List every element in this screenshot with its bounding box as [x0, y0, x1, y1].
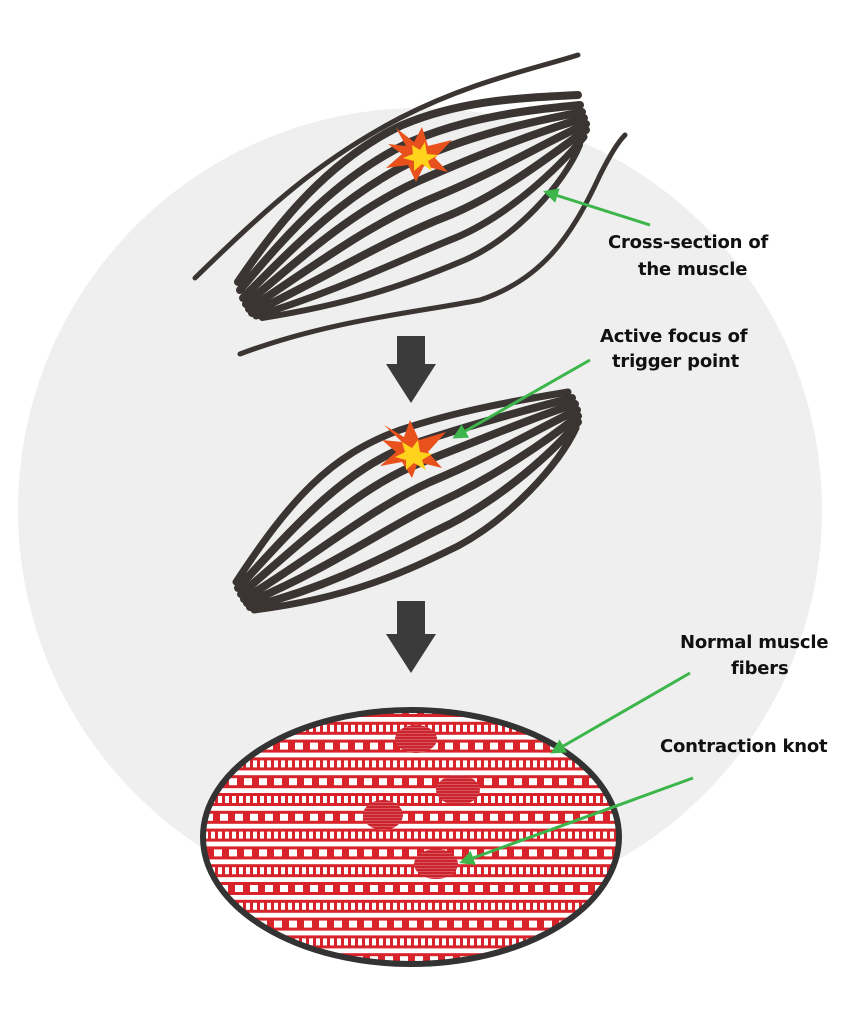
contraction-knot	[363, 800, 403, 830]
label-normal-fibers-line2: fibers	[731, 658, 789, 679]
fiber-row	[203, 882, 619, 895]
fiber-row	[203, 953, 619, 964]
contraction-knot	[395, 725, 437, 753]
down-arrow-icon	[386, 601, 436, 673]
pointer-active-focus	[452, 358, 591, 439]
contraction-knot	[414, 849, 458, 879]
starburst-icon	[386, 127, 452, 182]
label-active-focus-line2: trigger point	[612, 351, 740, 372]
starburst-icon	[380, 420, 446, 478]
pointer-normal-fibers	[550, 671, 691, 754]
label-normal-fibers-line1: Normal muscle	[680, 632, 828, 653]
contraction-knots	[363, 725, 480, 879]
pointer-lines	[452, 188, 694, 865]
label-cross-section-line2: the muscle	[638, 259, 747, 280]
labels: Cross-section of the muscle Active focus…	[600, 232, 829, 757]
down-arrow-icon	[386, 336, 436, 403]
label-contraction-knot: Contraction knot	[660, 736, 828, 757]
pointer-contraction-knot	[459, 776, 694, 865]
pointer-cross-section	[543, 188, 651, 227]
contraction-knot	[436, 775, 480, 805]
muscle-fiber-oval	[200, 707, 622, 967]
label-cross-section-line1: Cross-section of	[608, 232, 769, 253]
fiber-row	[203, 810, 619, 824]
label-active-focus-line1: Active focus of	[600, 326, 748, 347]
